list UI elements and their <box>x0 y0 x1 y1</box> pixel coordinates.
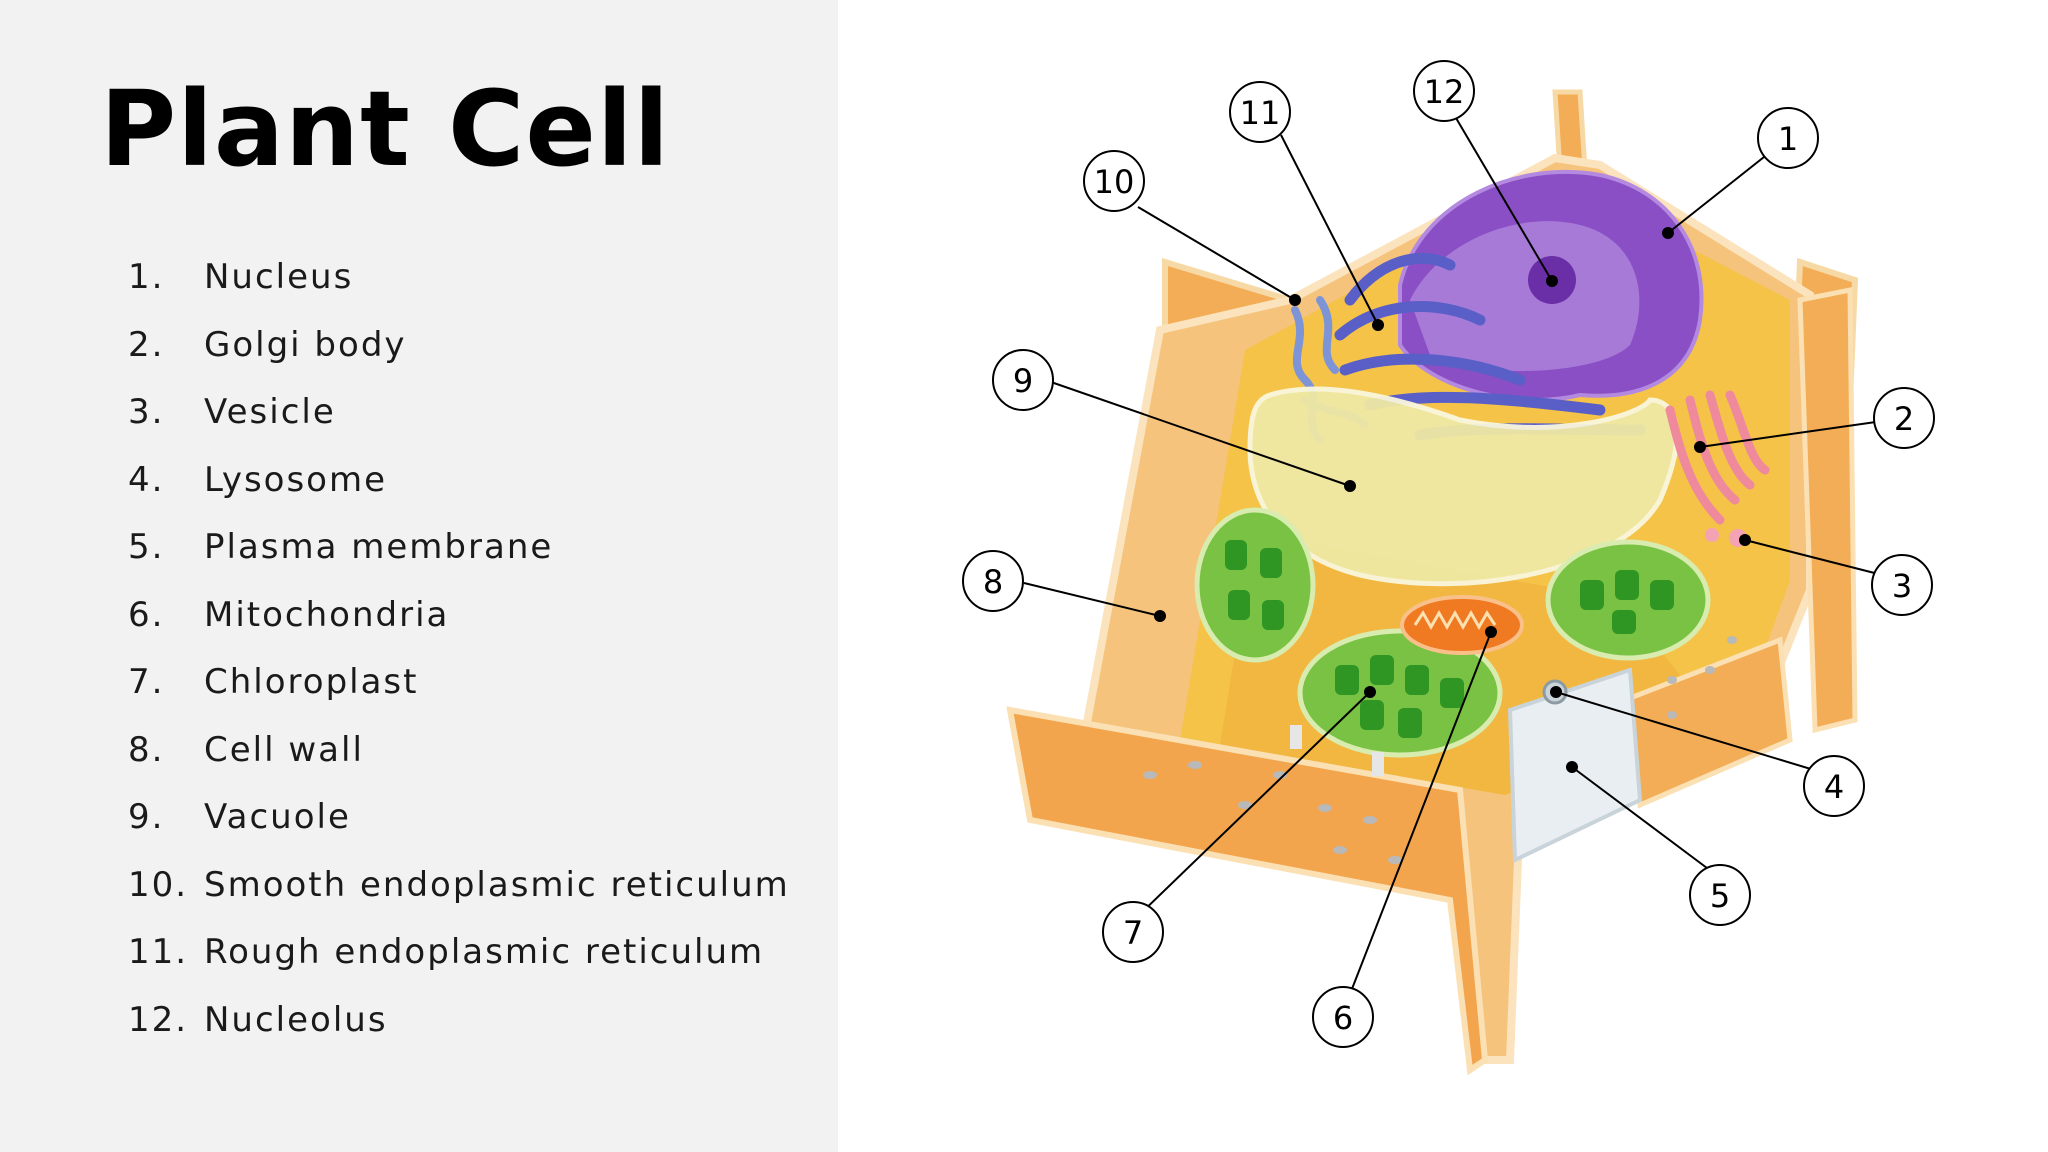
callout-6: 6 <box>1313 987 1373 1047</box>
callout-8: 8 <box>963 551 1023 611</box>
legend-item-rough-er: 11.Rough endoplasmic reticulum <box>128 927 790 995</box>
legend-label: Cell wall <box>204 730 364 770</box>
legend-item-lysosome: 4.Lysosome <box>128 455 790 523</box>
legend-item-golgi-body: 2.Golgi body <box>128 320 790 388</box>
legend-item-vacuole: 9.Vacuole <box>128 792 790 860</box>
plant-cell-diagram: 1 2 3 4 5 6 7 8 9 10 11 12 <box>900 40 1980 1100</box>
legend-number: 7. <box>128 657 204 707</box>
legend-item-smooth-er: 10.Smooth endoplasmic reticulum <box>128 860 790 928</box>
legend-label: Smooth endoplasmic reticulum <box>204 865 790 905</box>
legend-label: Vesicle <box>204 392 336 432</box>
legend-number: 4. <box>128 455 204 505</box>
legend-label: Mitochondria <box>204 595 449 635</box>
legend-item-cell-wall: 8.Cell wall <box>128 725 790 793</box>
legend-list: 1.Nucleus 2.Golgi body 3.Vesicle 4.Lysos… <box>128 252 790 1062</box>
callout-number: 2 <box>1894 400 1914 438</box>
callout-11: 11 <box>1230 82 1290 142</box>
callout-10: 10 <box>1084 151 1144 211</box>
legend-item-mitochondria: 6.Mitochondria <box>128 590 790 658</box>
callout-number: 7 <box>1123 914 1143 952</box>
legend-number: 3. <box>128 387 204 437</box>
callout-12: 12 <box>1414 61 1474 121</box>
chloroplast <box>1197 510 1313 660</box>
callout-4: 4 <box>1804 756 1864 816</box>
callout-number: 4 <box>1824 768 1844 806</box>
callout-number: 10 <box>1094 163 1135 201</box>
legend-label: Nucleus <box>204 257 353 297</box>
legend-panel: Plant Cell 1.Nucleus 2.Golgi body 3.Vesi… <box>0 0 838 1152</box>
legend-number: 5. <box>128 522 204 572</box>
legend-label: Rough endoplasmic reticulum <box>204 932 764 972</box>
legend-number: 1. <box>128 252 204 302</box>
callout-2: 2 <box>1874 388 1934 448</box>
legend-number: 6. <box>128 590 204 640</box>
callout-number: 5 <box>1710 877 1730 915</box>
legend-number: 8. <box>128 725 204 775</box>
legend-number: 2. <box>128 320 204 370</box>
plasmodesma <box>1372 752 1384 776</box>
callout-number: 8 <box>983 563 1003 601</box>
legend-number: 9. <box>128 792 204 842</box>
legend-number: 11. <box>128 927 204 977</box>
cell-wall-right-slab <box>1800 290 1855 730</box>
callout-number: 3 <box>1892 567 1912 605</box>
callout-number: 9 <box>1013 362 1033 400</box>
legend-label: Nucleolus <box>204 1000 388 1040</box>
legend-item-chloroplast: 7.Chloroplast <box>128 657 790 725</box>
callout-number: 6 <box>1333 999 1353 1037</box>
legend-item-nucleus: 1.Nucleus <box>128 252 790 320</box>
legend-label: Chloroplast <box>204 662 418 702</box>
legend-label: Vacuole <box>204 797 351 837</box>
legend-number: 12. <box>128 995 204 1045</box>
callout-number: 11 <box>1240 94 1281 132</box>
legend-item-nucleolus: 12.Nucleolus <box>128 995 790 1063</box>
callout-number: 1 <box>1778 120 1798 158</box>
callout-3: 3 <box>1872 555 1932 615</box>
callout-7: 7 <box>1103 902 1163 962</box>
plasmodesma <box>1290 725 1302 749</box>
legend-label: Golgi body <box>204 325 407 365</box>
callout-1: 1 <box>1758 108 1818 168</box>
legend-item-vesicle: 3.Vesicle <box>128 387 790 455</box>
legend-item-plasma-membrane: 5.Plasma membrane <box>128 522 790 590</box>
callout-5: 5 <box>1690 865 1750 925</box>
legend-number: 10. <box>128 860 204 910</box>
vesicle-shape <box>1705 528 1719 542</box>
callout-9: 9 <box>993 350 1053 410</box>
callout-number: 12 <box>1424 73 1465 111</box>
legend-label: Lysosome <box>204 460 387 500</box>
page-title: Plant Cell <box>100 72 670 186</box>
legend-label: Plasma membrane <box>204 527 553 567</box>
